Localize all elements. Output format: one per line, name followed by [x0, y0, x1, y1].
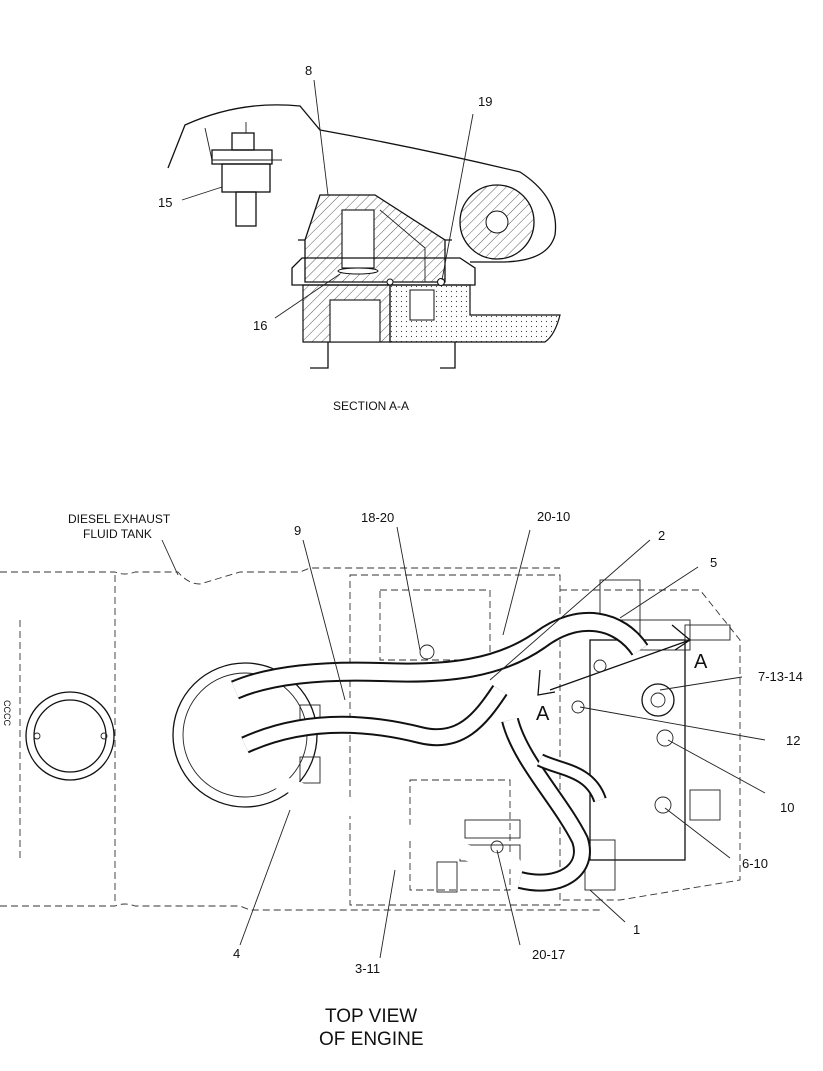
view-caption-line1: TOP VIEW: [325, 1006, 417, 1027]
valve-body-8: [291, 194, 476, 286]
callout-2: 2: [658, 528, 665, 543]
view-caption-line2: OF ENGINE: [319, 1029, 424, 1050]
callout-10: 10: [780, 800, 794, 815]
section-base: [302, 284, 561, 369]
callout-1: 1: [633, 922, 640, 937]
tank-label-line2: FLUID TANK: [83, 527, 152, 541]
section-a-a-drawing: [167, 79, 561, 369]
pump-ring: [172, 662, 318, 808]
callout-12: 12: [786, 733, 800, 748]
callout-20-10: 20-10: [537, 509, 570, 524]
callout-9: 9: [294, 523, 301, 538]
callout-4: 4: [233, 946, 240, 961]
tank-label-line1: DIESEL EXHAUST: [68, 512, 171, 526]
section-marker-a-right: A: [694, 651, 708, 673]
bolt-15: [211, 122, 273, 227]
svg-text:CCCC: CCCC: [2, 700, 12, 726]
callout-16: 16: [253, 318, 267, 333]
o-ring-19: [436, 277, 446, 287]
section-marker-a-left: A: [536, 703, 550, 725]
section-caption: SECTION A-A: [333, 399, 409, 413]
callout-18-20: 18-20: [361, 510, 394, 525]
callout-6-10: 6-10: [742, 856, 768, 871]
tank-filler-cap: [25, 691, 115, 781]
top-view-drawing: CCCC: [0, 526, 766, 959]
callout-3-11: 3-11: [355, 961, 380, 976]
callout-8: 8: [305, 63, 312, 78]
callout-20-17: 20-17: [532, 947, 565, 962]
manifold-block: [589, 639, 686, 861]
o-ring-16: [337, 267, 379, 275]
callout-15: 15: [158, 195, 172, 210]
callout-5: 5: [710, 555, 717, 570]
callout-19: 19: [478, 94, 492, 109]
callout-7-13-14: 7-13-14: [758, 669, 803, 684]
